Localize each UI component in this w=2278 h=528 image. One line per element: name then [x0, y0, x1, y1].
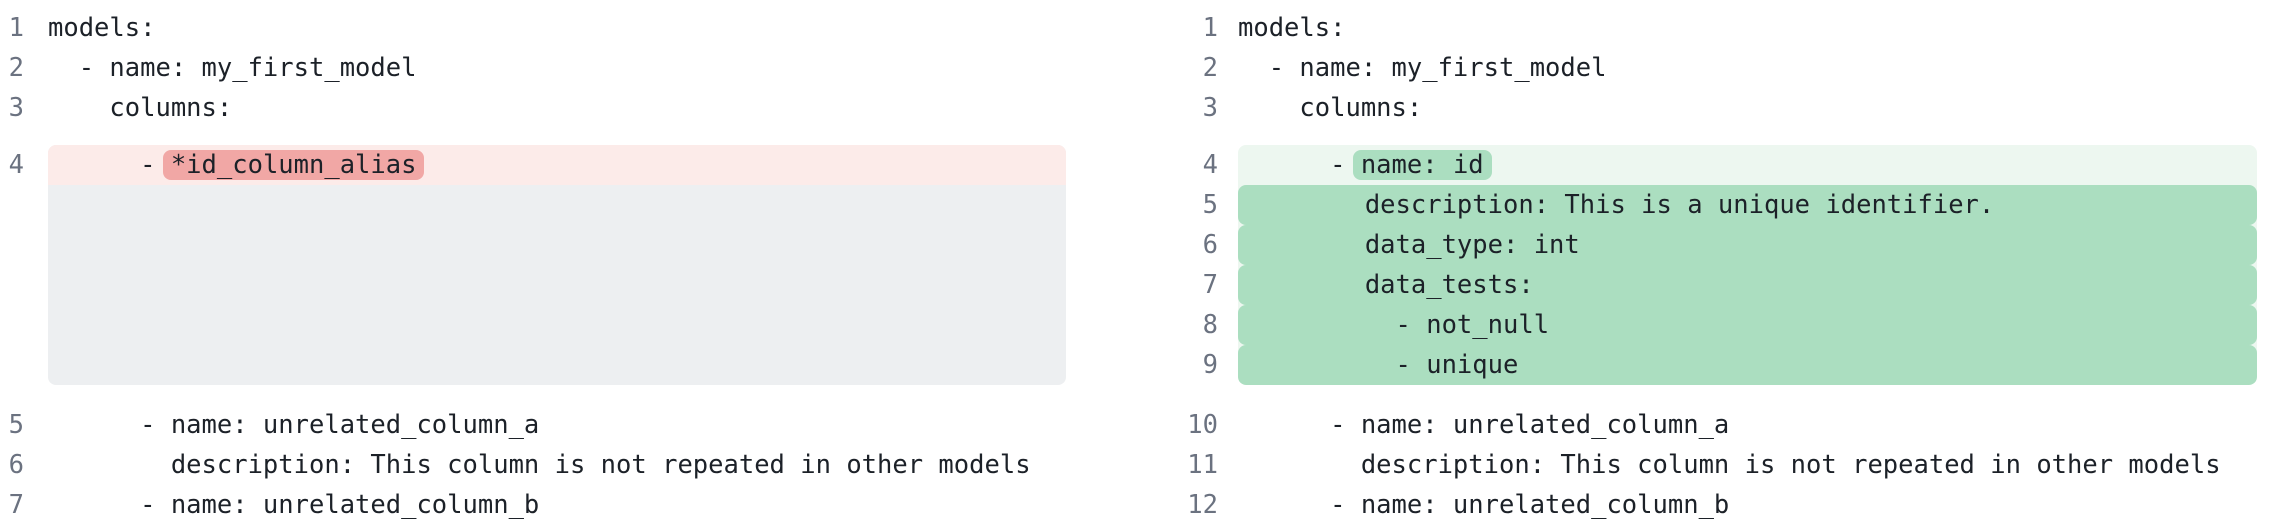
line-number: 11 [1187, 450, 1218, 480]
line-number: 2 [1202, 53, 1218, 83]
line-number: 4 [8, 150, 24, 180]
line-number-column: 4 5 6 7 8 9 [1187, 145, 1218, 385]
code-text: - name: unrelated_column_a [48, 410, 540, 440]
code-text: - name: my_first_model [48, 53, 417, 83]
code-line: 11 description: This column is not repea… [1187, 445, 2257, 485]
added-text-highlight: data_type: int [1238, 225, 2257, 265]
code-line: 3 columns: [1187, 88, 2257, 128]
highlighted-code-block: - *id_column_alias [48, 145, 1066, 385]
line-number: 7 [8, 490, 24, 520]
code-line: 3 columns: [8, 88, 1066, 128]
code-text: columns: [48, 93, 233, 123]
added-code-line: - name: id [1238, 145, 2257, 185]
removed-text-highlight: *id_column_alias [162, 150, 425, 180]
code-text: - name: my_first_model [1238, 53, 1607, 83]
added-code-line: data_type: int [1238, 225, 2257, 265]
diff-change-block: 4 5 6 7 8 9 - name: id description: This is a… [1187, 145, 2257, 385]
code-text: - name: unrelated_column_b [1238, 490, 1730, 520]
code-line: 12 - name: unrelated_column_b [1187, 485, 2257, 525]
line-number: 5 [8, 410, 24, 440]
code-line: 10 - name: unrelated_column_a [1187, 405, 2257, 445]
code-text: - name: unrelated_column_b [48, 490, 540, 520]
added-text-highlight: - unique [1238, 345, 2257, 385]
code-text: description: This column is not repeated… [1238, 450, 2221, 480]
line-number: 7 [1202, 270, 1218, 300]
line-number: 12 [1187, 490, 1218, 520]
code-line: 7 - name: unrelated_column_b [8, 485, 1066, 525]
line-number: 4 [1202, 150, 1218, 180]
added-text-highlight: description: This is a unique identifier… [1238, 185, 2257, 225]
line-number: 1 [1202, 13, 1218, 43]
diff-filler-spacer [48, 185, 1066, 385]
code-line: 1 models: [1187, 8, 2257, 48]
code-text: models: [1238, 13, 1346, 43]
added-code-line: data_tests: [1238, 265, 2257, 305]
code-line: 6 description: This column is not repeat… [8, 445, 1066, 485]
code-line: 2 - name: my_first_model [1187, 48, 2257, 88]
line-number: 10 [1187, 410, 1218, 440]
added-code-line: - not_null [1238, 305, 2257, 345]
code-text: columns: [1238, 93, 1423, 123]
code-line: 1 models: [8, 8, 1066, 48]
removed-code-line: - *id_column_alias [48, 145, 1066, 185]
code-text: - name: unrelated_column_a [1238, 410, 1730, 440]
line-number: 3 [8, 93, 24, 123]
diff-change-block: 4 - *id_column_alias [8, 145, 1066, 385]
line-number: 8 [1202, 310, 1218, 340]
added-text-highlight: name: id [1352, 150, 1492, 180]
highlighted-code-block: - name: id description: This is a unique… [1238, 145, 2257, 385]
added-code-line: - unique [1238, 345, 2257, 385]
line-number: 6 [8, 450, 24, 480]
line-number: 1 [8, 13, 24, 43]
code-text: description: This column is not repeated… [48, 450, 1031, 480]
added-text-highlight: - not_null [1238, 305, 2257, 345]
code-line: 5 - name: unrelated_column_a [8, 405, 1066, 445]
added-text-highlight: data_tests: [1238, 265, 2257, 305]
line-number: 9 [1202, 350, 1218, 380]
line-number: 3 [1202, 93, 1218, 123]
added-code-line: description: This is a unique identifier… [1238, 185, 2257, 225]
code-text: models: [48, 13, 156, 43]
line-number: 2 [8, 53, 24, 83]
code-line: 2 - name: my_first_model [8, 48, 1066, 88]
line-number-column: 4 [8, 145, 24, 385]
line-number: 6 [1202, 230, 1218, 260]
line-number: 5 [1202, 190, 1218, 220]
